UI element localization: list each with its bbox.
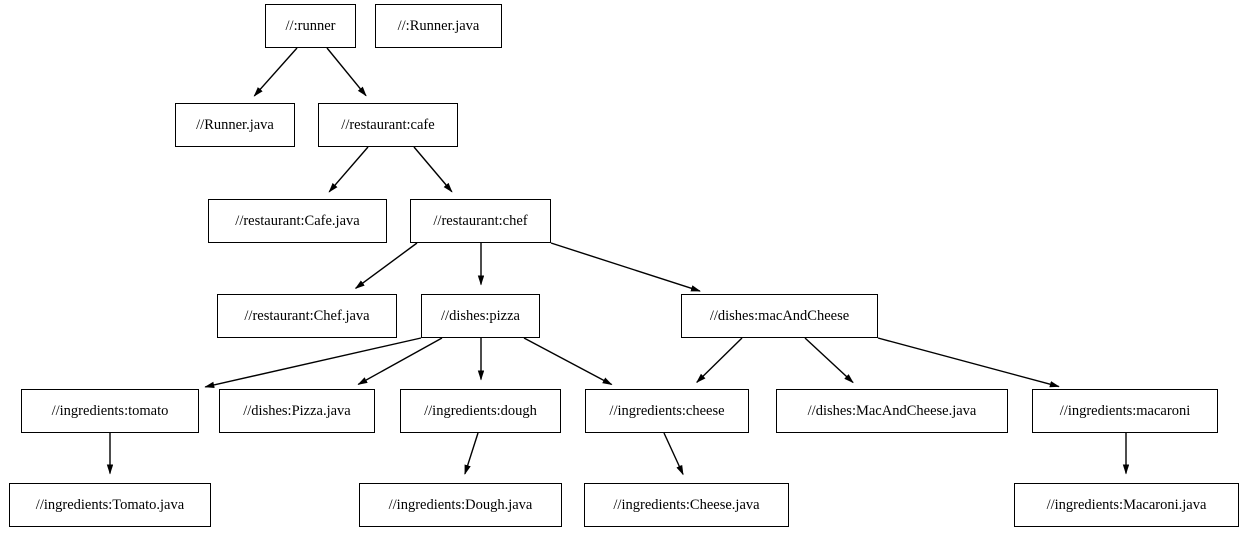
edge-restaurant_cafe-to-restaurant_cafe_java xyxy=(328,146,369,193)
graph-node-ingredients_macaroni[interactable]: //ingredients:macaroni xyxy=(1032,389,1218,433)
graph-node-ingredients_cheese[interactable]: //ingredients:cheese xyxy=(585,389,749,433)
graph-node-runner_java_root[interactable]: //:Runner.java xyxy=(375,4,502,48)
edge-dishes_macandcheese-to-ingredients_cheese xyxy=(696,337,743,384)
graph-node-label: //ingredients:tomato xyxy=(51,402,169,419)
edge-dishes_macandcheese-to-dishes_macandcheese_java xyxy=(804,337,854,384)
graph-node-label: //:Runner.java xyxy=(397,17,480,34)
graph-node-label: //dishes:MacAndCheese.java xyxy=(807,402,977,419)
edge-restaurant_chef-to-restaurant_chef_java xyxy=(354,242,418,289)
graph-node-dishes_macandcheese_java[interactable]: //dishes:MacAndCheese.java xyxy=(776,389,1008,433)
graph-node-label: //ingredients:Tomato.java xyxy=(35,496,185,513)
graph-node-ingredients_dough_java[interactable]: //ingredients:Dough.java xyxy=(359,483,562,527)
graph-node-ingredients_macaroni_java[interactable]: //ingredients:Macaroni.java xyxy=(1014,483,1239,527)
graph-node-label: //ingredients:Cheese.java xyxy=(613,496,760,513)
edge-dishes_pizza-to-dishes_pizza_java xyxy=(357,337,443,386)
edge-restaurant_chef-to-dishes_macandcheese xyxy=(550,242,701,292)
graph-node-restaurant_cafe[interactable]: //restaurant:cafe xyxy=(318,103,458,147)
graph-node-restaurant_chef[interactable]: //restaurant:chef xyxy=(410,199,551,243)
graph-node-ingredients_cheese_java[interactable]: //ingredients:Cheese.java xyxy=(584,483,789,527)
graph-node-restaurant_chef_java[interactable]: //restaurant:Chef.java xyxy=(217,294,397,338)
graph-node-label: //ingredients:Macaroni.java xyxy=(1046,496,1207,513)
graph-node-label: //ingredients:cheese xyxy=(609,402,725,419)
graph-node-runner[interactable]: //:runner xyxy=(265,4,356,48)
graph-node-label: //restaurant:Chef.java xyxy=(244,307,370,324)
graph-node-label: //restaurant:chef xyxy=(433,212,528,229)
graph-node-dishes_pizza[interactable]: //dishes:pizza xyxy=(421,294,540,338)
graph-node-label: //:runner xyxy=(285,17,336,34)
graph-node-ingredients_tomato[interactable]: //ingredients:tomato xyxy=(21,389,199,433)
graph-node-runner_java[interactable]: //Runner.java xyxy=(175,103,295,147)
edge-runner-to-runner_java xyxy=(253,47,298,97)
graph-node-ingredients_tomato_java[interactable]: //ingredients:Tomato.java xyxy=(9,483,211,527)
edge-dishes_pizza-to-ingredients_tomato xyxy=(204,337,422,389)
edge-dishes_macandcheese-to-ingredients_macaroni xyxy=(877,337,1060,388)
edge-restaurant_cafe-to-restaurant_chef xyxy=(413,146,453,193)
graph-node-dishes_macandcheese[interactable]: //dishes:macAndCheese xyxy=(681,294,878,338)
graph-node-label: //ingredients:dough xyxy=(424,402,537,419)
edge-dishes_pizza-to-ingredients_cheese xyxy=(523,337,613,386)
edge-runner-to-restaurant_cafe xyxy=(326,47,367,97)
graph-node-dishes_pizza_java[interactable]: //dishes:Pizza.java xyxy=(219,389,375,433)
graph-node-restaurant_cafe_java[interactable]: //restaurant:Cafe.java xyxy=(208,199,387,243)
graph-node-label: //Runner.java xyxy=(196,116,274,133)
graph-node-label: //ingredients:macaroni xyxy=(1059,402,1191,419)
graph-node-label: //ingredients:Dough.java xyxy=(388,496,533,513)
graph-node-label: //dishes:macAndCheese xyxy=(709,307,850,324)
graph-node-ingredients_dough[interactable]: //ingredients:dough xyxy=(400,389,561,433)
graph-node-label: //dishes:pizza xyxy=(441,307,520,324)
graph-node-label: //restaurant:cafe xyxy=(341,116,435,133)
graph-node-label: //dishes:Pizza.java xyxy=(243,402,351,419)
edge-ingredients_dough-to-ingredients_dough_java xyxy=(464,432,479,475)
edge-ingredients_cheese-to-ingredients_cheese_java xyxy=(663,432,684,476)
graph-node-label: //restaurant:Cafe.java xyxy=(235,212,360,229)
